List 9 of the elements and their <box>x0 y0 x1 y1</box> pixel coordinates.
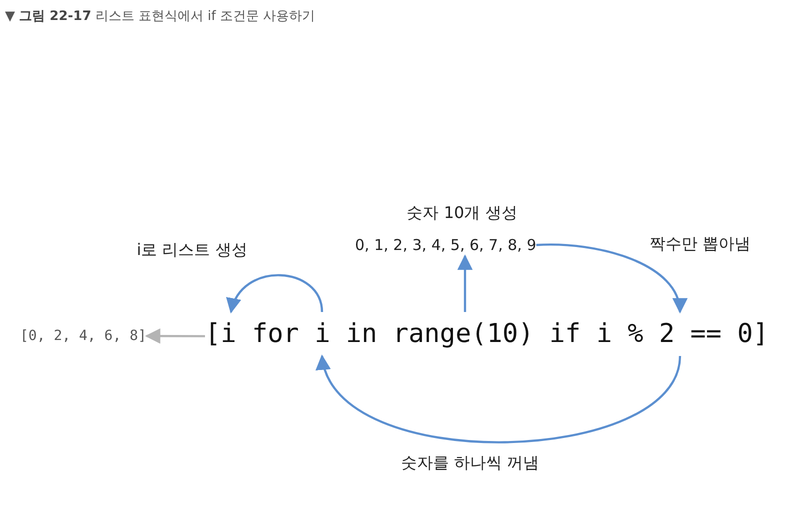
number-sequence: 0, 1, 2, 3, 4, 5, 6, 7, 8, 9 <box>355 234 536 256</box>
result-list: [0, 2, 4, 6, 8] <box>20 326 146 346</box>
arrow <box>144 328 205 344</box>
figure-title: ▼ 그림 22-17 리스트 표현식에서 if 조건문 사용하기 <box>5 8 316 25</box>
arrow <box>536 243 686 314</box>
annotation-text: 숫자 10개 생성 <box>406 203 518 224</box>
arrow <box>228 274 324 314</box>
arrow <box>457 254 473 312</box>
code-expression: [i for i in range(10) if i % 2 == 0] <box>205 312 769 356</box>
